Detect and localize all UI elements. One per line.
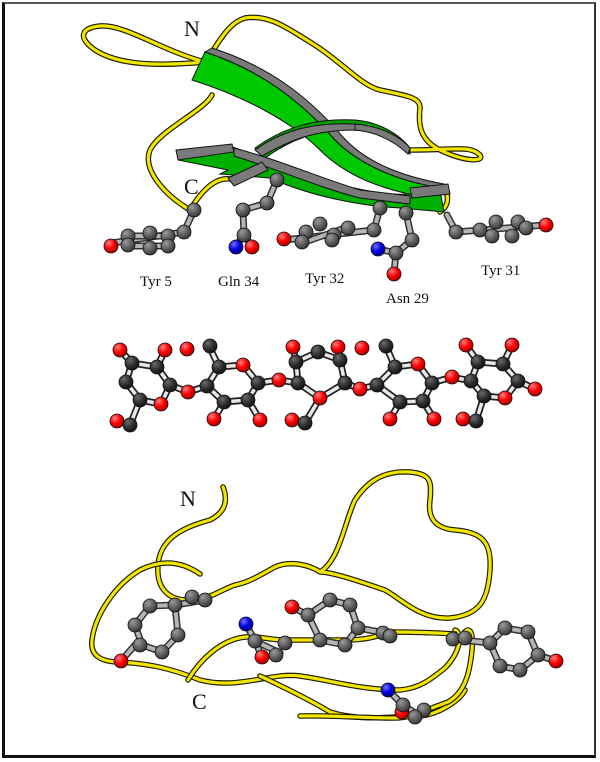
top-panel: N C	[80, 14, 554, 307]
terminus-labels-top: N C	[184, 16, 200, 199]
side-chain-tyr-right	[445, 620, 564, 678]
side-chain-tyr-middle	[284, 592, 398, 653]
side-chain-asn29	[370, 205, 420, 282]
side-chain-asn-bottom	[380, 682, 432, 725]
side-chain-tyr32	[276, 200, 388, 250]
n-terminus-label-bottom: N	[180, 486, 196, 511]
residue-label-tyr5: Tyr 5	[140, 274, 172, 290]
residue-label-gln34: Gln 34	[218, 274, 260, 290]
terminus-labels-bottom: N C	[180, 486, 207, 714]
c-terminus-label-bottom: C	[192, 689, 207, 714]
side-chain-tyr-left	[113, 589, 213, 669]
side-chain-gln-bottom	[238, 616, 293, 665]
bottom-panel: N C	[89, 469, 564, 725]
residue-label-tyr31: Tyr 31	[481, 263, 520, 279]
residue-labels: Tyr 5 Gln 34 Tyr 32 Asn 29 Tyr 31	[140, 263, 520, 307]
oligosaccharide	[109, 337, 543, 433]
side-chain-gln34	[228, 172, 285, 255]
coil-bottom	[89, 469, 493, 721]
n-terminus-label: N	[184, 16, 200, 41]
side-chain-tyr31	[443, 211, 554, 244]
c-terminus-label: C	[184, 174, 199, 199]
residue-label-asn29: Asn 29	[386, 291, 429, 307]
residue-label-tyr32: Tyr 32	[305, 271, 344, 287]
sugar-atoms	[109, 337, 543, 433]
beta-sheet	[175, 47, 451, 213]
side-chain-tyr5	[103, 202, 202, 256]
